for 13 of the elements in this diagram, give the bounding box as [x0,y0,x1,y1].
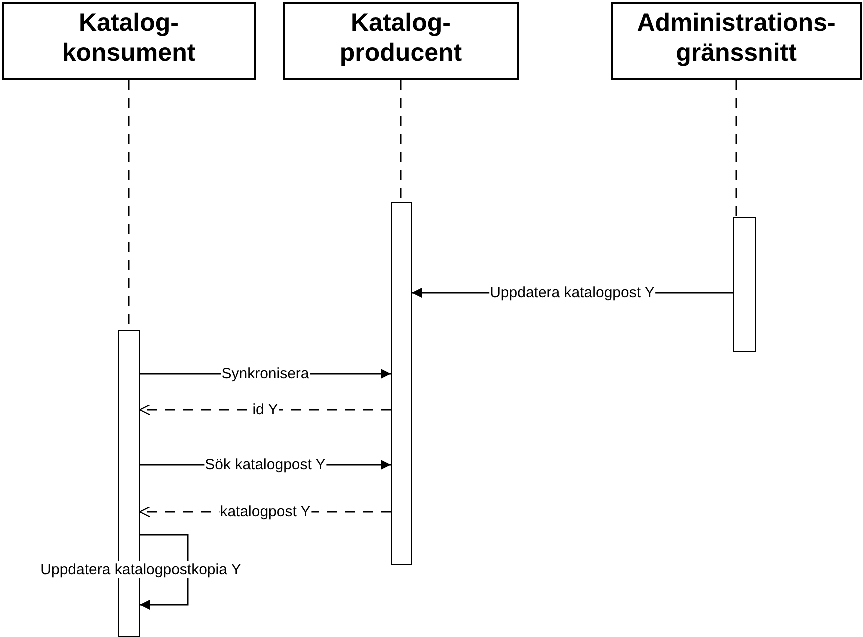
lifeline-header: Administrations-gränssnitt [611,2,862,80]
return-message-arrow [139,404,391,416]
edge-label: Sök katalogpost Y [204,456,327,474]
lifeline [736,80,738,217]
edge-label: Uppdatera katalogpostkopia Y [40,562,242,578]
activation-bar [733,217,756,352]
lifeline-header: Katalog-producent [283,2,519,80]
lifeline-header: Katalog-konsument [2,2,256,80]
activation-bar [391,202,412,565]
edge-label: Uppdatera katalogpost Y [489,284,656,302]
self-message-arrow [140,534,189,610]
edge-label: Synkronisera [220,366,310,382]
edge-label: katalogpost Y [219,504,312,520]
